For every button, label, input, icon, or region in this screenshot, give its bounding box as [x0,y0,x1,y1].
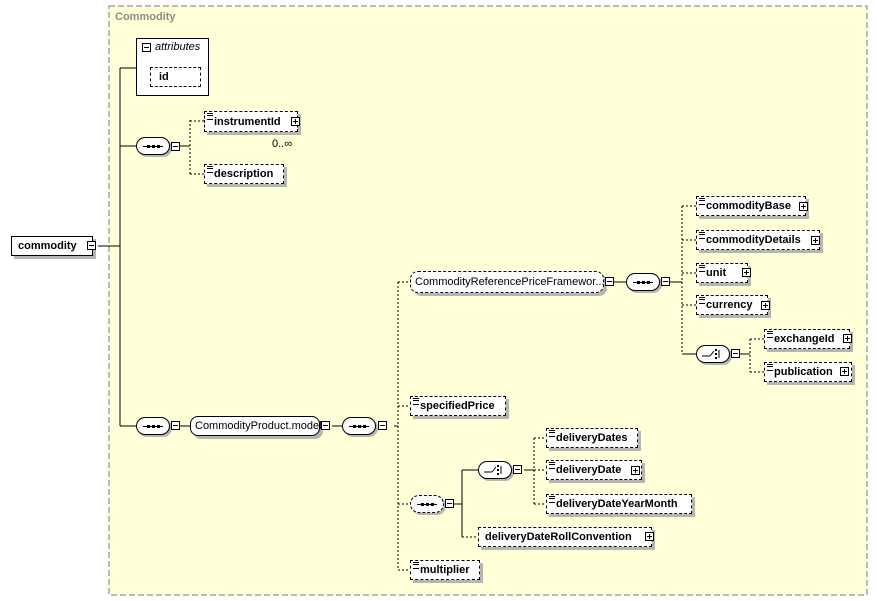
attribute-id-label: id [159,71,169,83]
element-commodityBase[interactable]: commodityBase [696,196,806,216]
expand-icon[interactable] [799,202,808,211]
element-lines-icon [207,113,213,120]
element-deliveryDates[interactable]: deliveryDates [546,428,638,448]
collapse-icon[interactable] [142,43,151,52]
group-ref-label: CommodityReferencePriceFramewor... [415,276,605,288]
element-label: deliveryDateRollConvention [485,531,632,543]
element-lines-icon [413,398,419,405]
element-label: exchangeId [774,333,835,345]
element-label: commodityDetails [706,234,801,246]
element-publication[interactable]: publication [764,362,852,382]
sequence-compositor-icon[interactable] [136,417,170,435]
root-label: commodity [18,240,77,252]
element-label: deliveryDate [556,464,622,476]
connector-lines [98,67,764,571]
element-lines-icon [549,462,555,469]
sequence-compositor-icon[interactable] [626,273,660,291]
expand-icon[interactable] [840,367,849,376]
collapse-icon[interactable] [605,277,614,286]
element-description[interactable]: description [204,164,284,184]
element-multiplier[interactable]: multiplier [410,560,480,580]
group-title: Commodity [115,11,176,23]
expand-icon[interactable] [645,532,654,541]
element-lines-icon [699,265,705,272]
element-lines-icon [767,364,773,371]
expand-icon[interactable] [291,117,300,126]
expand-icon[interactable] [811,236,820,245]
collapse-icon[interactable] [171,142,180,151]
element-label: multiplier [420,564,470,576]
element-label: commodityBase [706,200,791,212]
element-label: publication [774,366,833,378]
element-label: currency [706,299,753,311]
element-commodityDetails[interactable]: commodityDetails [696,230,820,250]
element-lines-icon [549,496,555,503]
sequence-compositor-icon[interactable] [136,137,170,155]
attribute-id[interactable]: id [150,67,201,87]
choice-symbol-icon [702,349,720,359]
element-label: unit [706,267,727,279]
element-lines-icon [413,562,419,569]
collapse-icon[interactable] [171,421,180,430]
collapse-icon[interactable] [321,421,330,430]
expand-icon[interactable] [742,268,751,277]
element-lines-icon [699,198,705,205]
attributes-block: attributes id [136,38,209,96]
element-label: specifiedPrice [420,400,495,412]
element-lines-icon [699,297,705,304]
element-label: deliveryDateYearMonth [556,498,678,510]
element-lines-icon [699,232,705,239]
element-lines-icon [549,430,555,437]
choice-compositor-icon[interactable] [478,461,512,479]
collapse-icon[interactable] [513,465,522,474]
element-deliveryDate[interactable]: deliveryDate [546,460,642,480]
element-exchangeId[interactable]: exchangeId [764,329,850,349]
root-element-commodity[interactable]: commodity [11,236,93,256]
element-specifiedPrice[interactable]: specifiedPrice [410,396,506,416]
collapse-icon[interactable] [661,277,670,286]
cardinality-label: 0..∞ [272,138,293,150]
attributes-title: attributes [155,41,201,53]
element-label: instrumentId [214,115,281,128]
element-deliveryDateYearMonth[interactable]: deliveryDateYearMonth [546,494,692,514]
element-label: deliveryDates [556,432,628,444]
group-ref-commodity-product-model[interactable]: CommodityProduct.model [190,416,322,436]
sequence-compositor-icon[interactable] [410,495,444,513]
element-lines-icon [767,331,773,338]
element-deliveryDateRollConvention[interactable]: deliveryDateRollConvention [478,527,652,547]
element-lines-icon [207,166,213,173]
group-ref-commodity-reference-price-framework[interactable]: CommodityReferencePriceFramewor... [410,271,605,293]
element-unit[interactable]: unit [696,263,748,283]
expand-icon[interactable] [631,466,640,475]
element-currency[interactable]: currency [696,295,768,315]
group-ref-label: CommodityProduct.model [195,420,322,432]
collapse-icon[interactable] [731,349,740,358]
expand-icon[interactable] [761,301,770,310]
collapse-icon[interactable] [378,421,387,430]
collapse-icon[interactable] [87,241,96,250]
choice-symbol-icon [484,465,502,475]
expand-icon[interactable] [843,334,852,343]
sequence-compositor-icon[interactable] [342,417,376,435]
collapse-icon[interactable] [445,499,454,508]
element-instrumentId[interactable]: instrumentId [204,111,298,132]
choice-compositor-icon[interactable] [696,345,730,363]
element-label: description [214,168,274,180]
